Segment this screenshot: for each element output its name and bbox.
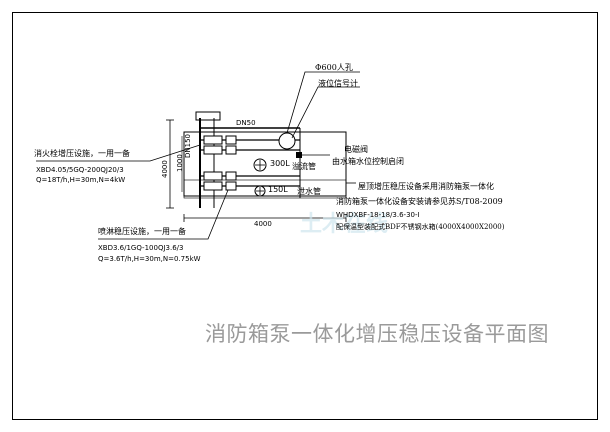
note-line-1: 屋顶增压稳压设备采用消防箱泵一体化 (358, 182, 494, 191)
drawing-title: 消防箱泵一体化增压稳压设备平面图 (205, 322, 549, 346)
note-line-3: WHDXBF-18-18/3.6-30-I (336, 211, 420, 219)
note-line-2: 消防箱泵一体化设备安装请参见苏S/T08-2009 (336, 197, 503, 206)
dn50-tag: DN50 (236, 119, 256, 127)
leader-manhole (286, 71, 360, 134)
manhole-label: Φ600人孔 (315, 63, 353, 72)
tank-outline-lower (183, 179, 347, 199)
hydrant-params: Q=18T/h,H=30m,N=4kW (36, 176, 126, 184)
dim-bottom-label: 4000 (254, 220, 272, 228)
note-line-4: 配保温型装配式BDF不锈钢水箱(4000X4000X2000) (336, 223, 505, 231)
drain-pipe-tag: 泄水管 (297, 187, 321, 196)
solenoid-valve (296, 152, 302, 158)
tank-150l-tag: 150L (268, 185, 288, 194)
leader-hydrant (36, 144, 201, 162)
watermark: 土木在线 (300, 212, 389, 237)
pump-skid (195, 111, 221, 121)
tank-level-control-label: 由水箱水位控制启闭 (332, 157, 404, 166)
hydrant-model: XBD4.05/5GQ-200QJ20/3 (36, 166, 124, 174)
manhole-circle (278, 132, 296, 150)
sprinkler-model: XBD3.6/1GQ-100QJ3.6/3 (98, 244, 184, 252)
sprinkler-heading: 喷淋稳压设施，一用一备 (98, 227, 186, 236)
tank-outline (183, 131, 347, 197)
leader-sprinkler (98, 189, 229, 240)
sprinkler-params: Q=3.6T/h,H=30m,N=0.75kW (98, 255, 201, 263)
drawing-border (12, 12, 598, 420)
leader-level-gauge (291, 86, 360, 139)
tank-300l-tag: 300L (270, 159, 290, 168)
dim-side-label: 4000 (161, 160, 169, 178)
pump-row-3 (200, 171, 300, 181)
dim-inner-label: 1000 (176, 154, 184, 172)
pump-row-2 (200, 145, 300, 155)
overflow-pipe-tag: 溢流管 (292, 162, 316, 171)
solenoid-valve-label: 电磁阀 (344, 145, 368, 154)
hydrant-heading: 消火栓增压设施，一用一备 (34, 149, 130, 158)
level-gauge-label: 液位信号计 (318, 79, 358, 88)
dn150-tag: DN150 (184, 134, 192, 158)
pump-row-4 (200, 181, 300, 191)
